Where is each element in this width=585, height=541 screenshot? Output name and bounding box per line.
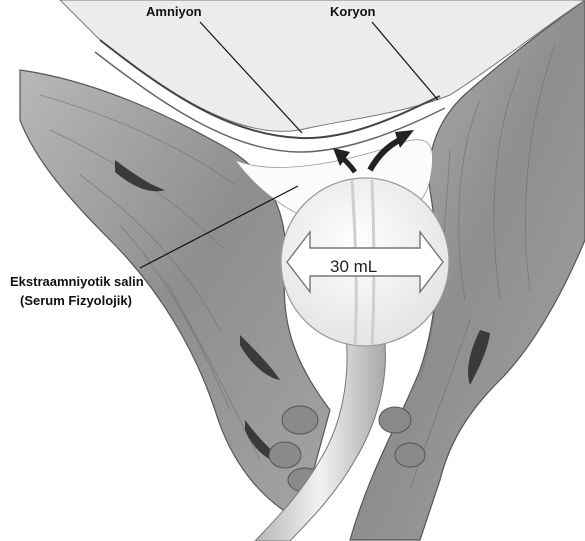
saline-label-line1: Ekstraamniyotik salin bbox=[10, 272, 144, 291]
saline-label-line2: (Serum Fizyolojik) bbox=[10, 291, 144, 310]
amnion-label: Amniyon bbox=[146, 4, 202, 19]
extraamniotic-saline-label: Ekstraamniyotik salin (Serum Fizyolojik) bbox=[10, 272, 144, 310]
balloon-volume-label: 30 mL bbox=[330, 257, 377, 277]
chorion-label: Koryon bbox=[330, 4, 376, 19]
